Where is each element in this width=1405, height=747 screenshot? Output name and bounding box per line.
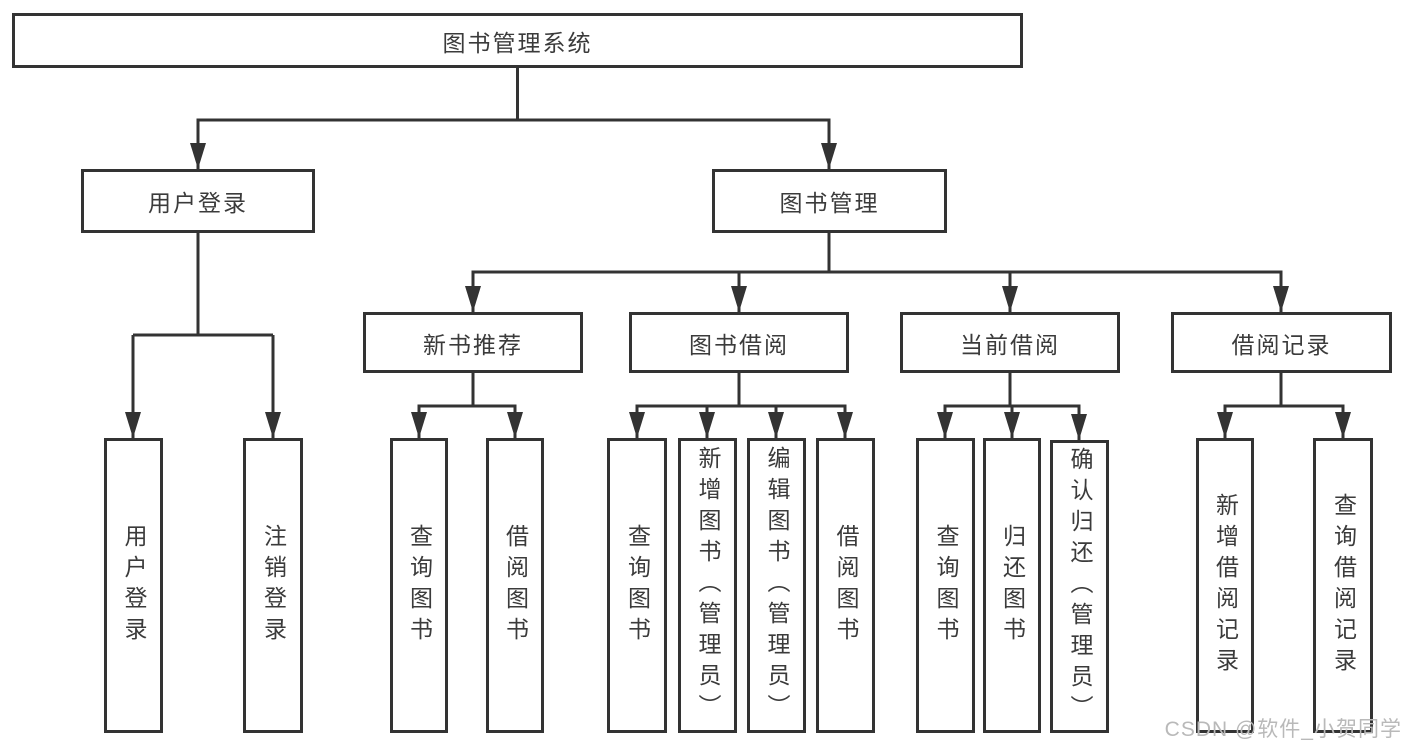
- leaf-logout: 注销登录: [243, 438, 303, 733]
- leaf-query-borrow-record: 查询借阅记录: [1313, 438, 1373, 733]
- node-borrow-records: 借阅记录: [1171, 312, 1392, 373]
- node-current-borrow-label: 当前借阅: [960, 331, 1060, 358]
- leaf-user-login: 用户登录: [104, 438, 163, 733]
- leaf-confirm-return-admin: 确认归还（管理员）: [1050, 440, 1109, 733]
- leaf-borrow-books-recommend: 借阅图书: [486, 438, 544, 733]
- edges-root: [190, 68, 837, 169]
- leaf-label: 新增图书（管理员）: [695, 446, 721, 725]
- node-user-login: 用户登录: [81, 169, 315, 233]
- edges-new-book-recommend: [411, 373, 523, 438]
- leaf-label: 归还图书: [999, 523, 1026, 648]
- node-new-book-recommend-label: 新书推荐: [423, 331, 523, 358]
- leaf-query-books-current: 查询图书: [916, 438, 975, 733]
- node-book-borrow-label: 图书借阅: [689, 331, 789, 358]
- leaf-label: 借阅图书: [833, 523, 859, 648]
- leaf-label: 查询图书: [406, 523, 433, 648]
- leaf-label: 新增借阅记录: [1212, 492, 1239, 679]
- node-book-management-label: 图书管理: [779, 190, 880, 216]
- leaf-label: 借阅图书: [502, 523, 529, 648]
- node-new-book-recommend: 新书推荐: [363, 312, 583, 373]
- node-user-login-label: 用户登录: [148, 190, 248, 216]
- edges-book-borrow: [629, 373, 853, 438]
- edges-current-borrow: [937, 373, 1087, 440]
- leaf-label: 确认归还（管理员）: [1067, 447, 1093, 726]
- node-root: 图书管理系统: [12, 13, 1023, 68]
- leaf-query-books-borrow: 查询图书: [607, 438, 667, 733]
- node-root-label: 图书管理系统: [442, 29, 593, 56]
- leaf-label: 注销登录: [260, 523, 287, 648]
- node-current-borrow: 当前借阅: [900, 312, 1120, 373]
- node-book-borrow: 图书借阅: [629, 312, 849, 373]
- leaf-add-books-admin: 新增图书（管理员）: [678, 438, 737, 733]
- edges-book-management: [465, 233, 1289, 312]
- edges-user-login: [125, 233, 281, 438]
- node-book-management: 图书管理: [712, 169, 947, 233]
- leaf-query-books-recommend: 查询图书: [390, 438, 448, 733]
- leaf-label: 查询图书: [624, 523, 651, 648]
- edges-borrow-records: [1217, 373, 1351, 438]
- leaf-edit-books-admin: 编辑图书（管理员）: [747, 438, 806, 733]
- leaf-label: 查询图书: [933, 523, 959, 648]
- leaf-add-borrow-record: 新增借阅记录: [1196, 438, 1254, 733]
- leaf-label: 用户登录: [121, 523, 147, 648]
- node-borrow-records-label: 借阅记录: [1231, 331, 1332, 358]
- leaf-label: 查询借阅记录: [1330, 492, 1357, 679]
- leaf-label: 编辑图书（管理员）: [764, 446, 790, 725]
- leaf-return-books: 归还图书: [983, 438, 1041, 733]
- leaf-borrow-books: 借阅图书: [816, 438, 875, 733]
- csdn-watermark: CSDN @软件_小贺同学: [1164, 718, 1402, 741]
